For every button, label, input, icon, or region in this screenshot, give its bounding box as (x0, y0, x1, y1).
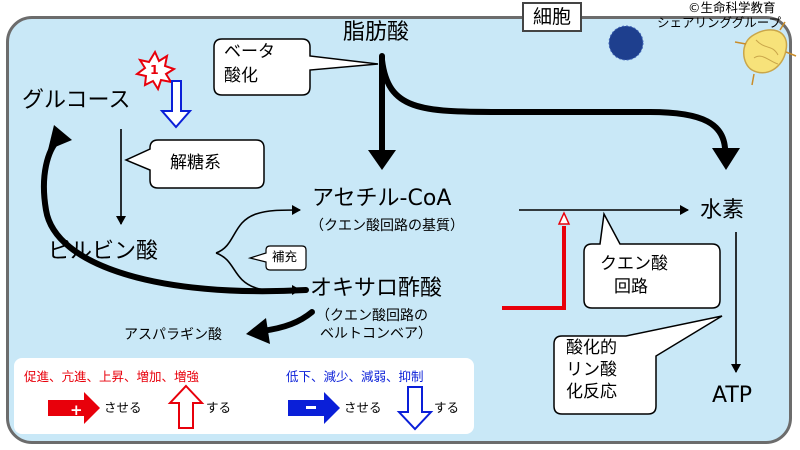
oxphos-label-3: 化反応 (566, 382, 617, 402)
cell-label: 細胞 (522, 2, 582, 32)
red-promotion-line (502, 226, 566, 310)
legend-blue-outline-label: する (434, 400, 460, 415)
oxphos-label-2: リン酸 (566, 360, 617, 380)
credit-line2: シェアリンググループ (657, 15, 782, 30)
replenish-callout (247, 245, 307, 271)
beta-oxidation-callout (213, 38, 379, 96)
legend-blue-arrow-label: させる (344, 400, 382, 415)
legend-red-outline-label: する (206, 400, 232, 415)
pyruvate-to-acetylcoa-arrow (215, 205, 301, 254)
blue-decrease-arrow-icon (159, 80, 193, 129)
acetyl-coa-sub-label: （クエン酸回路の基質） (310, 218, 464, 234)
asparagine-label: アスパラギン酸 (124, 327, 222, 343)
tca-cycle-callout (583, 211, 721, 309)
hydrogen-label: 水素 (700, 198, 745, 223)
starburst-icon (134, 49, 177, 92)
oxaloacetate-to-glucose-arrow (40, 137, 309, 295)
oxaloacetate-sub-label-1: （クエン酸回路の (316, 308, 428, 324)
legend-red-arrow-label: させる (104, 400, 142, 415)
oxphos-callout (553, 315, 723, 415)
oxphos-label-1: 酸化的 (566, 338, 617, 358)
oxaloacetate-label: オキサロ酢酸 (310, 276, 443, 301)
legend-red-terms: 促進、亢進、上昇、増加、増強 (24, 369, 200, 384)
red-increase-outline-icon (167, 384, 205, 429)
beta-oxidation-label-1: ベータ (224, 42, 275, 62)
glycolysis-label: 解糖系 (170, 153, 221, 173)
blue-decrease-outline-icon (396, 386, 434, 431)
atp-label: ATP (712, 383, 753, 408)
beta-oxidation-label-2: 酸化 (224, 66, 258, 86)
glucose-label: グルコース (22, 88, 131, 113)
starburst-number: 1 (150, 62, 159, 77)
pyruvate-to-oxaloacetate-arrow (215, 252, 301, 296)
nucleus-icon (609, 26, 643, 60)
svg-text:+: + (70, 401, 83, 419)
red-promote-arrow-icon (48, 392, 100, 424)
oxaloacetate-sub-label-2: ベルトコンベア） (320, 326, 432, 342)
oxaloacetate-to-asparagine-arrow (259, 309, 315, 334)
credit-line1: ©生命科学教育 (688, 0, 776, 15)
glycolysis-callout (124, 139, 265, 189)
replenish-label: 補充 (272, 249, 298, 264)
legend-blue-terms: 低下、減少、減弱、抑制 (286, 369, 424, 384)
fatty-acid-label: 脂肪酸 (343, 20, 410, 45)
organelle-icon (734, 21, 797, 86)
pyruvate-label: ピルビン酸 (48, 239, 159, 264)
tca-cycle-label-1: クエン酸 (600, 254, 668, 274)
fatty-acid-to-hydrogen-arrow (379, 57, 728, 151)
tca-cycle-label-2: 回路 (614, 277, 648, 297)
legend-box (14, 358, 474, 434)
acetyl-coa-label: アセチル-CoA (312, 186, 452, 211)
